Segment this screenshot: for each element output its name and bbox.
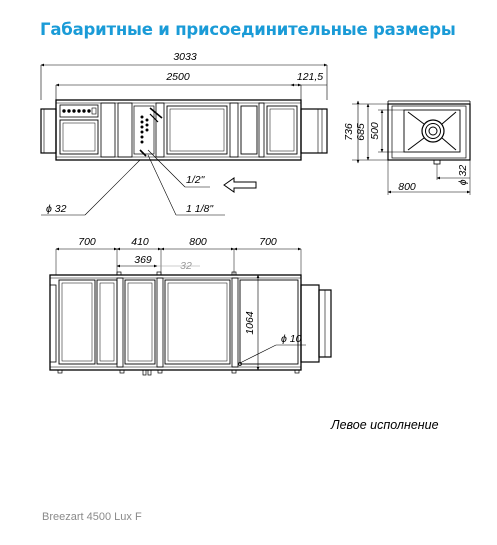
left-duct-flange: [40, 108, 57, 154]
right-duct-bottom: [300, 284, 320, 363]
footer-model-name: Breezart 4500 Lux F: [42, 511, 142, 523]
side-view: [352, 100, 471, 195]
dim-label-700-a: 700: [78, 236, 96, 248]
leader-hole: [239, 344, 277, 364]
leader-pipe-small: [147, 149, 186, 188]
dim-label-369: 369: [134, 254, 152, 266]
leader-pipe-large: [147, 154, 177, 216]
label-pipe-half-inch: 1/2": [186, 174, 206, 186]
dim-label-700-b: 700: [259, 236, 277, 248]
dim-label-410: 410: [131, 236, 149, 248]
dim-label-hole-10: ϕ 10: [281, 333, 302, 345]
side-view-body: [387, 103, 471, 161]
airflow-arrow: [223, 177, 257, 193]
unit-body-bottom: [49, 274, 302, 371]
top-view: [40, 63, 328, 216]
page-title: Габаритные и присоединительные размеры: [40, 20, 456, 39]
unit-body: [55, 99, 302, 161]
dim-label-736: 736: [343, 123, 355, 141]
dim-label-121: 121,5: [297, 71, 323, 83]
dim-label-drain-side: ϕ 32: [457, 165, 469, 186]
round-duct-outlet: [421, 119, 445, 143]
dim-label-1064: 1064: [244, 311, 256, 335]
right-duct-flange: [300, 108, 328, 154]
dim-label-800-side: 800: [398, 181, 416, 193]
dim-label-2500: 2500: [165, 71, 190, 83]
drawing-caption: Левое исполнение: [331, 418, 439, 432]
dim-label-32-bottom: 32: [180, 260, 192, 272]
bottom-view: [49, 247, 332, 376]
label-pipe-1-1-8: 1 1/8": [186, 203, 214, 215]
leader-drain: [84, 159, 141, 216]
dim-label-685: 685: [355, 123, 367, 141]
dim-label-800-bottom: 800: [189, 236, 207, 248]
dim-label-500: 500: [369, 122, 381, 140]
label-drain-32: ϕ 32: [46, 203, 67, 215]
dim-label-3033: 3033: [173, 51, 197, 63]
